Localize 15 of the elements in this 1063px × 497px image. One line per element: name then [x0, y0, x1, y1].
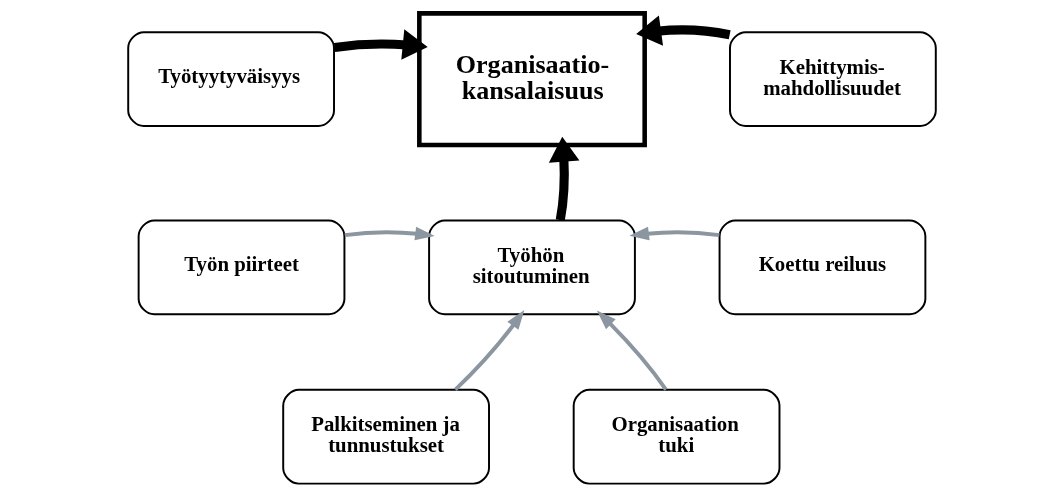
node-box: Työhön sitoutuminen — [427, 219, 636, 316]
node-box: Kehittymis- mahdollisuudet — [728, 31, 937, 128]
node-box: Organisaatio- kansalaisuus — [416, 11, 647, 148]
node-box: Koettu reiluus — [718, 219, 926, 316]
node-box: Organisaation tuki — [572, 388, 780, 485]
arrow — [635, 15, 731, 46]
arrow — [453, 309, 524, 391]
arrow — [333, 29, 428, 60]
arrow — [548, 136, 579, 221]
node-box: Työtyytyväisyys — [126, 31, 335, 128]
arrow — [596, 310, 668, 391]
node-box: Työn piirteet — [137, 219, 345, 316]
node-box: Palkitseminen ja tunnustukset — [281, 388, 490, 485]
arrow — [344, 226, 435, 241]
arrow — [628, 226, 720, 241]
